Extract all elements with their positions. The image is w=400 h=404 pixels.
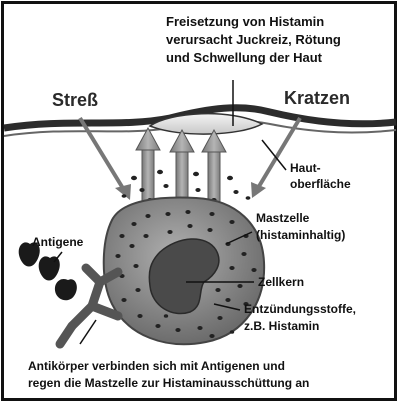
pointer-hautoberflaeche <box>261 139 287 171</box>
histamine-release-arrow-3 <box>201 128 227 211</box>
label-top-line3: und Schwellung der Haut <box>166 50 323 65</box>
label-stress: Streß <box>52 90 98 110</box>
label-mastzelle-line1: Mastzelle <box>256 211 310 225</box>
skin-surface <box>3 104 397 132</box>
label-bottom-line2: regen die Mastzelle zur Histaminausschüt… <box>28 376 309 390</box>
bound-antigen <box>54 278 77 301</box>
released-granules <box>121 169 251 202</box>
pointer-antibody <box>79 319 97 345</box>
label-top-line1: Freisetzung von Histamin <box>166 14 324 29</box>
histamine-release-arrow-2 <box>169 128 195 211</box>
cell-nucleus <box>148 238 220 315</box>
label-mastzelle-line2: (histaminhaltig) <box>256 228 345 242</box>
label-top-line2: verursacht Juckreiz, Rötung <box>166 32 341 47</box>
kratzen-arrow <box>251 116 302 198</box>
label-haut-line2: oberfläche <box>290 177 351 191</box>
label-entz-line1: Entzündungsstoffe, <box>244 302 356 316</box>
stress-arrow <box>78 116 131 200</box>
label-bottom-line1: Antikörper verbinden sich mit Antigenen … <box>28 359 285 373</box>
label-zellkern: Zellkern <box>258 275 304 289</box>
label-antigene: Antigene <box>32 235 84 249</box>
label-entz-line2: z.B. Histamin <box>244 319 319 333</box>
pointer-mastzelle <box>225 231 253 245</box>
pointer-entzuendungsstoffe <box>213 303 241 311</box>
histamine-release-arrow-1 <box>135 126 161 211</box>
antigen-blobs <box>18 242 60 281</box>
label-haut-line1: Haut- <box>290 161 321 175</box>
pointer-antigene <box>53 251 63 263</box>
cell-granules <box>115 210 257 338</box>
label-kratzen: Kratzen <box>284 88 350 108</box>
antibody <box>55 263 123 349</box>
